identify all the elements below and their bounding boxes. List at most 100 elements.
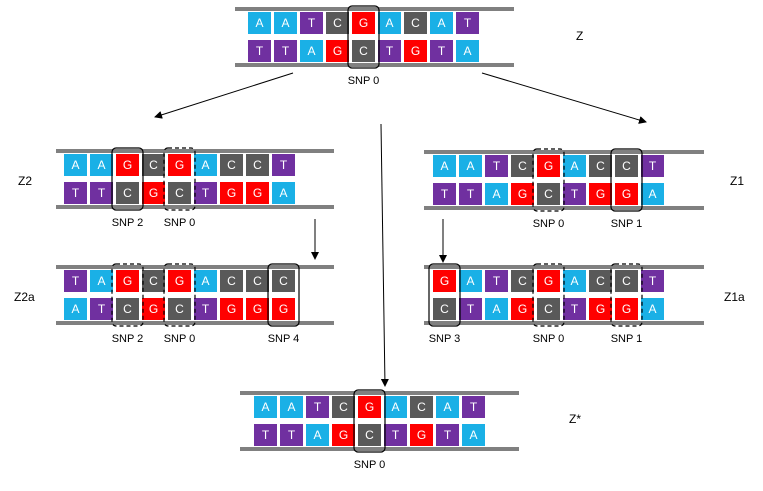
base-G-cell — [404, 40, 427, 62]
base-letter: A — [307, 44, 315, 58]
base-letter: A — [201, 158, 209, 172]
base-letter: T — [386, 44, 394, 58]
base-letter: C — [544, 187, 553, 201]
snp-marker-box — [610, 263, 643, 327]
base-G-cell — [246, 182, 269, 204]
base-C-cell — [220, 270, 243, 292]
base-T-cell — [462, 396, 485, 418]
base-A-cell — [485, 298, 508, 320]
base-A-cell — [280, 396, 303, 418]
base-G-cell — [246, 298, 269, 320]
base-C-cell — [116, 298, 139, 320]
base-letter: G — [544, 274, 553, 288]
snp-label: SNP 0 — [533, 218, 565, 230]
base-G-cell — [589, 183, 612, 205]
snp-marker-box — [163, 147, 196, 211]
base-letter: C — [622, 274, 631, 288]
base-letter: A — [463, 44, 471, 58]
base-letter: A — [492, 187, 500, 201]
base-A-cell — [485, 183, 508, 205]
base-letter: A — [71, 158, 79, 172]
base-G-cell — [168, 154, 191, 176]
base-letter: A — [443, 400, 451, 414]
base-letter: G — [417, 428, 426, 442]
base-letter: G — [149, 186, 158, 200]
base-A-cell — [641, 183, 664, 205]
base-letter: A — [492, 302, 500, 316]
base-G-cell — [272, 298, 295, 320]
base-G-cell — [589, 298, 612, 320]
base-letter: C — [359, 44, 368, 58]
snp-label: SNP 3 — [429, 333, 461, 345]
snp-marker-box — [428, 263, 461, 327]
base-letter: A — [97, 274, 105, 288]
snp-marker-box — [532, 263, 565, 327]
base-G-cell — [326, 40, 349, 62]
base-letter: G — [253, 186, 262, 200]
base-letter: G — [365, 400, 374, 414]
base-A-cell — [64, 298, 87, 320]
snp-label: SNP 0 — [164, 217, 196, 229]
base-letter: A — [97, 158, 105, 172]
base-letter: C — [518, 274, 527, 288]
snp-label: SNP 1 — [611, 333, 643, 345]
base-C-cell — [511, 155, 534, 177]
snp-marker-box — [111, 263, 144, 327]
base-letter: A — [201, 274, 209, 288]
base-C-cell — [537, 183, 560, 205]
snp-marker-box — [532, 148, 565, 212]
base-T-cell — [641, 155, 664, 177]
base-letter: C — [279, 274, 288, 288]
base-T-cell — [430, 40, 453, 62]
base-A-cell — [90, 154, 113, 176]
inheritance-arrows — [154, 72, 647, 387]
base-C-cell — [615, 270, 638, 292]
base-A-cell — [563, 155, 586, 177]
base-A-cell — [248, 12, 271, 34]
base-A-cell — [433, 155, 456, 177]
base-G-cell — [352, 12, 375, 34]
base-letter: C — [622, 159, 631, 173]
snp-label: SNP 0 — [164, 333, 196, 345]
base-letter: T — [571, 187, 579, 201]
base-letter: A — [648, 302, 656, 316]
base-letter: T — [649, 274, 657, 288]
strand-label: Z* — [569, 412, 581, 426]
base-C-cell — [168, 182, 191, 204]
base-T-cell — [456, 12, 479, 34]
snp-label: SNP 2 — [112, 333, 144, 345]
base-C-cell — [116, 182, 139, 204]
snp-marker-box — [610, 148, 643, 212]
base-letter: A — [313, 428, 321, 442]
arrow-z-to-z1 — [481, 72, 647, 124]
base-letter: T — [470, 400, 478, 414]
base-T-cell — [64, 270, 87, 292]
base-letter: G — [622, 302, 631, 316]
base-T-cell — [641, 270, 664, 292]
base-letter: C — [544, 302, 553, 316]
base-T-cell — [300, 12, 323, 34]
base-letter: G — [359, 16, 368, 30]
base-letter: T — [256, 44, 264, 58]
base-letter: G — [596, 187, 605, 201]
base-T-cell — [90, 182, 113, 204]
base-C-cell — [326, 12, 349, 34]
base-letter: G — [518, 302, 527, 316]
base-letter: G — [339, 428, 348, 442]
snp-marker-box — [163, 263, 196, 327]
snp-label: SNP 1 — [611, 218, 643, 230]
base-A-cell — [90, 270, 113, 292]
base-C-cell — [168, 298, 191, 320]
base-letter: T — [314, 400, 322, 414]
base-letter: A — [648, 187, 656, 201]
base-C-cell — [410, 396, 433, 418]
base-C-cell — [589, 270, 612, 292]
base-letter: G — [175, 158, 184, 172]
base-C-cell — [246, 270, 269, 292]
base-G-cell — [410, 424, 433, 446]
snp-label: SNP 0 — [354, 459, 386, 471]
base-T-cell — [194, 182, 217, 204]
base-T-cell — [459, 183, 482, 205]
